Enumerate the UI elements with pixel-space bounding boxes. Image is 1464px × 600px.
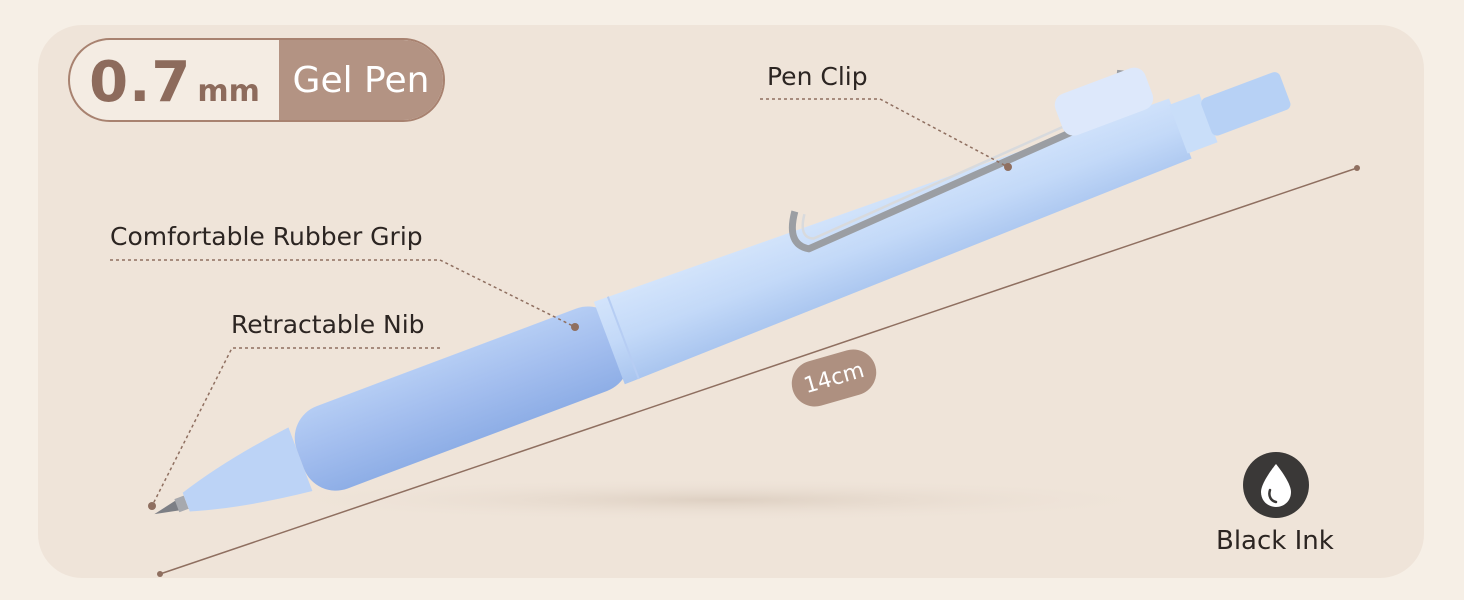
clip-sleeve: [1054, 67, 1154, 136]
nib-leader-line: [151, 347, 440, 507]
ink-color-label: Black Ink: [1216, 526, 1334, 556]
pen-grip: [294, 306, 630, 491]
pen-tip: [154, 498, 183, 515]
measurement-start-dot: [157, 571, 163, 577]
pen-type-label: Gel Pen: [279, 40, 443, 120]
pen-cone: [182, 427, 313, 512]
pen-size-badge: 0.7 mm Gel Pen: [68, 38, 445, 122]
tip-size: 0.7 mm: [70, 40, 279, 120]
pen: [154, 67, 1291, 515]
measurement-end-dot: [1354, 165, 1360, 171]
clip-leader-line: [760, 98, 1009, 168]
tip-size-value: 0.7: [89, 50, 192, 115]
pen-shadow: [260, 478, 1180, 522]
retractable-nib-label: Retractable Nib: [231, 310, 425, 339]
pen-clip-label: Pen Clip: [767, 62, 868, 91]
grip-leader-line: [110, 259, 576, 328]
pen-plunger: [1201, 72, 1291, 136]
ink-drop-icon: [1243, 452, 1309, 518]
pen-cap: [1169, 93, 1218, 154]
pen-barrel: [593, 98, 1192, 385]
tip-size-unit: mm: [197, 74, 260, 109]
measurement-line: [159, 167, 1358, 575]
rubber-grip-label: Comfortable Rubber Grip: [110, 222, 423, 251]
